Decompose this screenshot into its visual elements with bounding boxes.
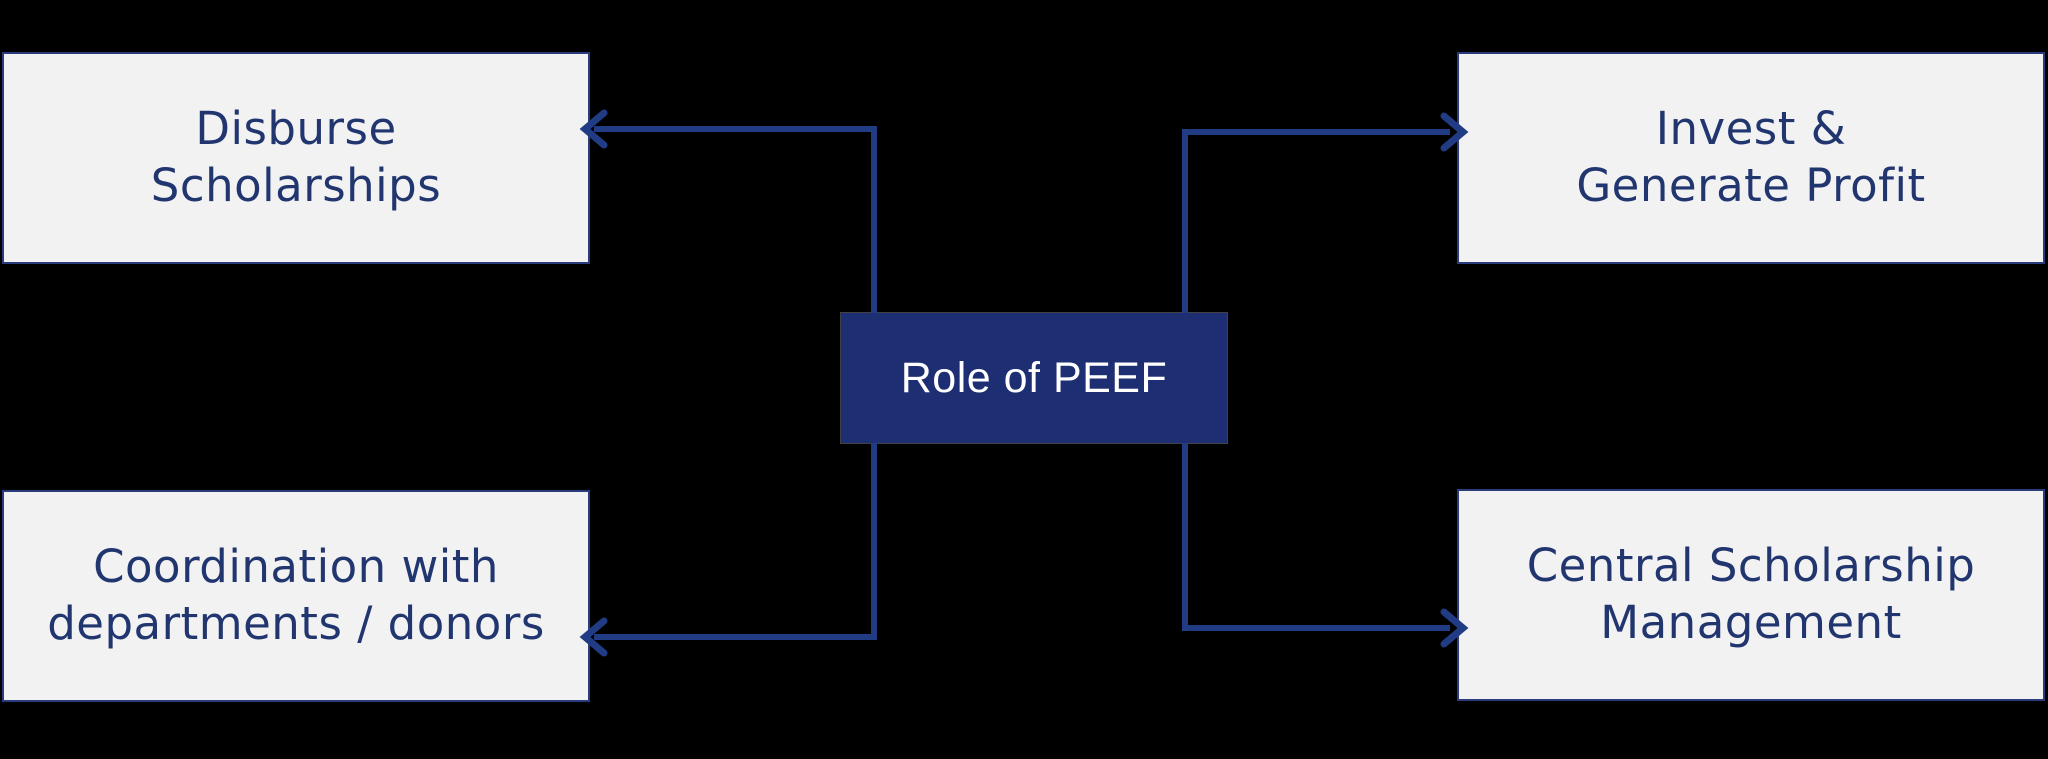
arrow-left-icon	[579, 617, 608, 657]
node-label-line: Central Scholarship	[1526, 539, 1976, 593]
connector-top-left-horizontal	[594, 126, 877, 132]
connector-bottom-left-horizontal	[594, 634, 877, 640]
node-label-line: Management	[1600, 596, 1902, 649]
node-label-line: Disburse	[195, 102, 397, 156]
node-disburse-scholarships: Disburse Scholarships	[2, 52, 590, 264]
node-coordination-departments-donors: Coordination with departments / donors	[2, 490, 590, 702]
arrow-right-icon	[1440, 112, 1469, 152]
node-label-line: Scholarships	[150, 159, 442, 212]
center-node-label: Role of PEEF	[900, 353, 1168, 402]
connector-bottom-right-vertical	[1182, 443, 1188, 631]
node-label-line: Invest &	[1655, 102, 1847, 156]
connector-top-right-horizontal	[1182, 129, 1450, 135]
node-invest-generate-profit: Invest & Generate Profit	[1457, 52, 2045, 264]
connector-bottom-left-vertical	[871, 443, 877, 640]
connector-top-right-vertical	[1182, 129, 1188, 313]
connector-bottom-right-horizontal	[1182, 625, 1450, 631]
node-central-scholarship-management: Central Scholarship Management	[1457, 489, 2045, 701]
connector-top-left-vertical	[871, 126, 877, 313]
node-label-line: departments / donors	[47, 597, 545, 650]
node-label-line: Coordination with	[93, 540, 499, 594]
node-label-line: Generate Profit	[1576, 159, 1926, 212]
arrow-left-icon	[579, 109, 608, 149]
node-role-of-peef: Role of PEEF	[841, 313, 1227, 443]
arrow-right-icon	[1440, 608, 1469, 648]
